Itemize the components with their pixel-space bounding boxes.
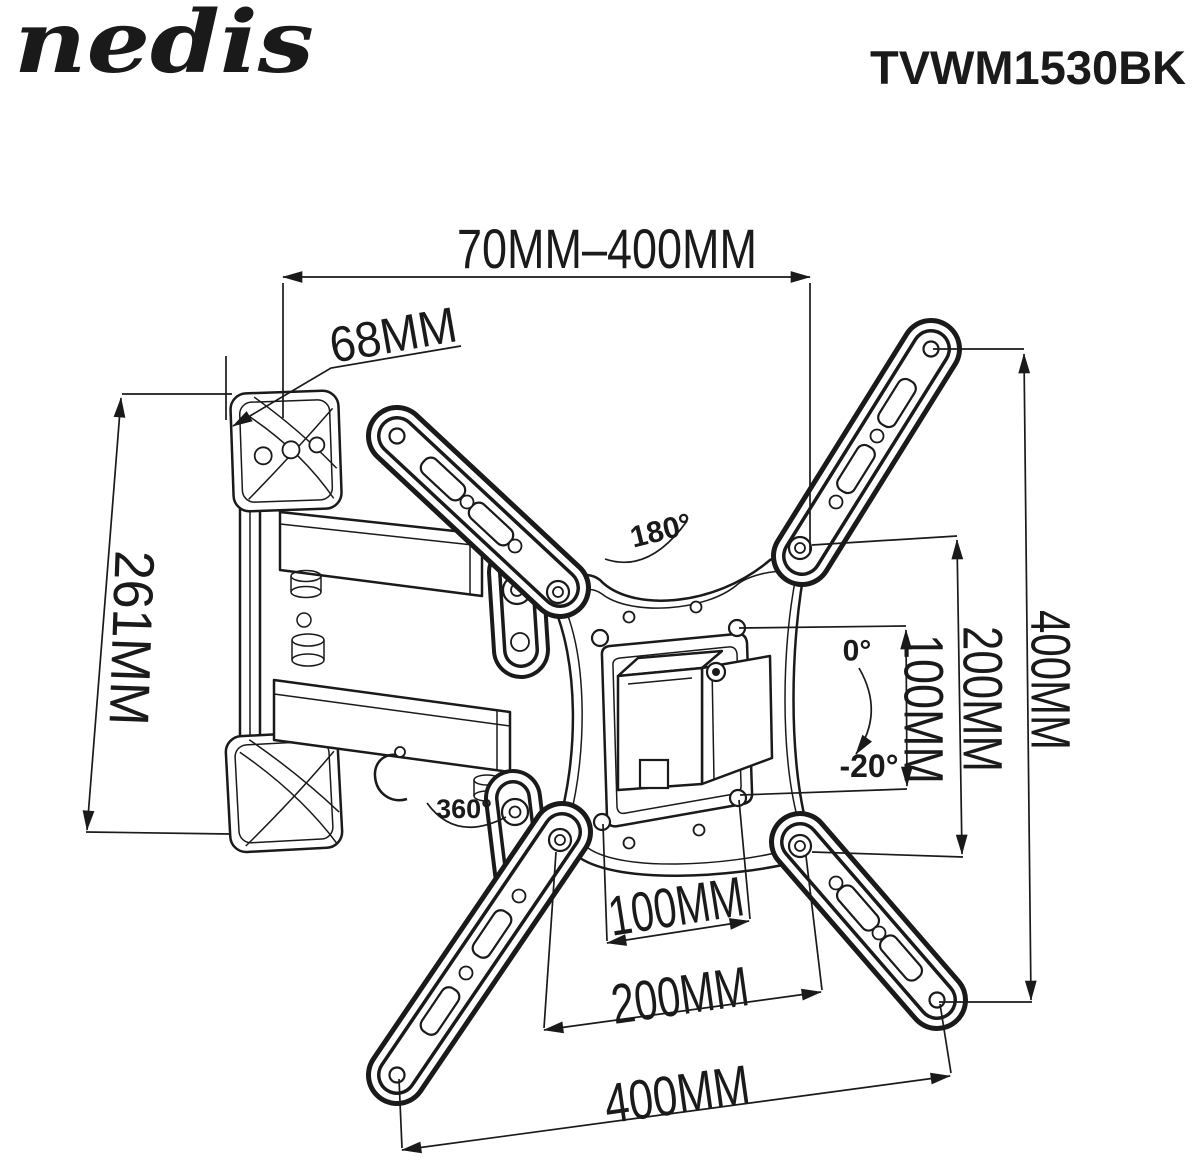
mount-hole [281, 440, 301, 460]
vesa200-pivots [545, 535, 813, 859]
dim-line-right-400 [1018, 353, 1037, 1001]
dim-leader-bracket-width [232, 345, 462, 427]
label-bracket-height: 261MM [97, 549, 166, 726]
dim-line-right-100 [900, 629, 913, 787]
label-tilt-to: -20° [839, 748, 898, 784]
label-tilt-from: 0° [843, 635, 872, 668]
wall-bracket [224, 389, 551, 901]
arm-tip-hole [388, 427, 406, 445]
label-swivel-angle: 180° [627, 507, 695, 554]
vesa-arm-top-left [366, 405, 591, 619]
arm-slot [471, 909, 513, 959]
dim-line-bottom-100 [606, 918, 750, 946]
label-right-400: 400MM [1020, 610, 1083, 750]
mount-hole [253, 446, 273, 466]
articulated-arm-upper [278, 510, 484, 598]
label-right-100: 100MM [893, 634, 956, 784]
vesa-arm-top-right [771, 318, 962, 587]
wall-pad-bottom [224, 730, 344, 854]
tilt-arrow [855, 667, 873, 755]
mount-hole [308, 436, 326, 454]
vesa-arm-bottom-left [366, 801, 593, 1106]
rotation-arc [426, 802, 507, 829]
dim-line-right-200 [951, 539, 968, 855]
arm-slot [419, 986, 461, 1036]
dim-line-bracket-height [82, 397, 126, 831]
label-bottom-200: 200MM [607, 954, 752, 1036]
arm-slot [877, 377, 917, 429]
dim-line-bottom-400 [401, 1072, 951, 1154]
vesa-plate-details [545, 535, 813, 859]
label-right-200: 200MM [952, 626, 1015, 772]
label-rotation-angle: 360° [436, 794, 492, 824]
arm-tip-hole [928, 991, 946, 1009]
dim-line-bottom-200 [543, 988, 822, 1034]
cable-clip-hook [373, 746, 408, 802]
label-top-extension: 70MM–400MM [457, 217, 757, 280]
dimension-annotations [82, 271, 1037, 1154]
vesa100-hole [590, 628, 610, 648]
vesa-arm-bottom-right [769, 811, 968, 1031]
arm-tip-hole [388, 1066, 406, 1084]
label-bottom-100: 100MM [604, 864, 748, 947]
hinge-bolts [290, 569, 501, 802]
wall-pad-top [229, 389, 343, 513]
tilt-bracket [616, 649, 774, 792]
vesa100-hole [728, 788, 748, 808]
label-bracket-width: 68MM [325, 296, 461, 373]
label-bottom-400: 400MM [600, 1053, 753, 1136]
nedis-logo: nedis [14, 0, 314, 93]
swivel-arc [604, 520, 688, 564]
vesa100-hole [592, 812, 612, 832]
arm-slot [836, 443, 876, 495]
model-number: TVWM1530BK [870, 41, 1186, 94]
